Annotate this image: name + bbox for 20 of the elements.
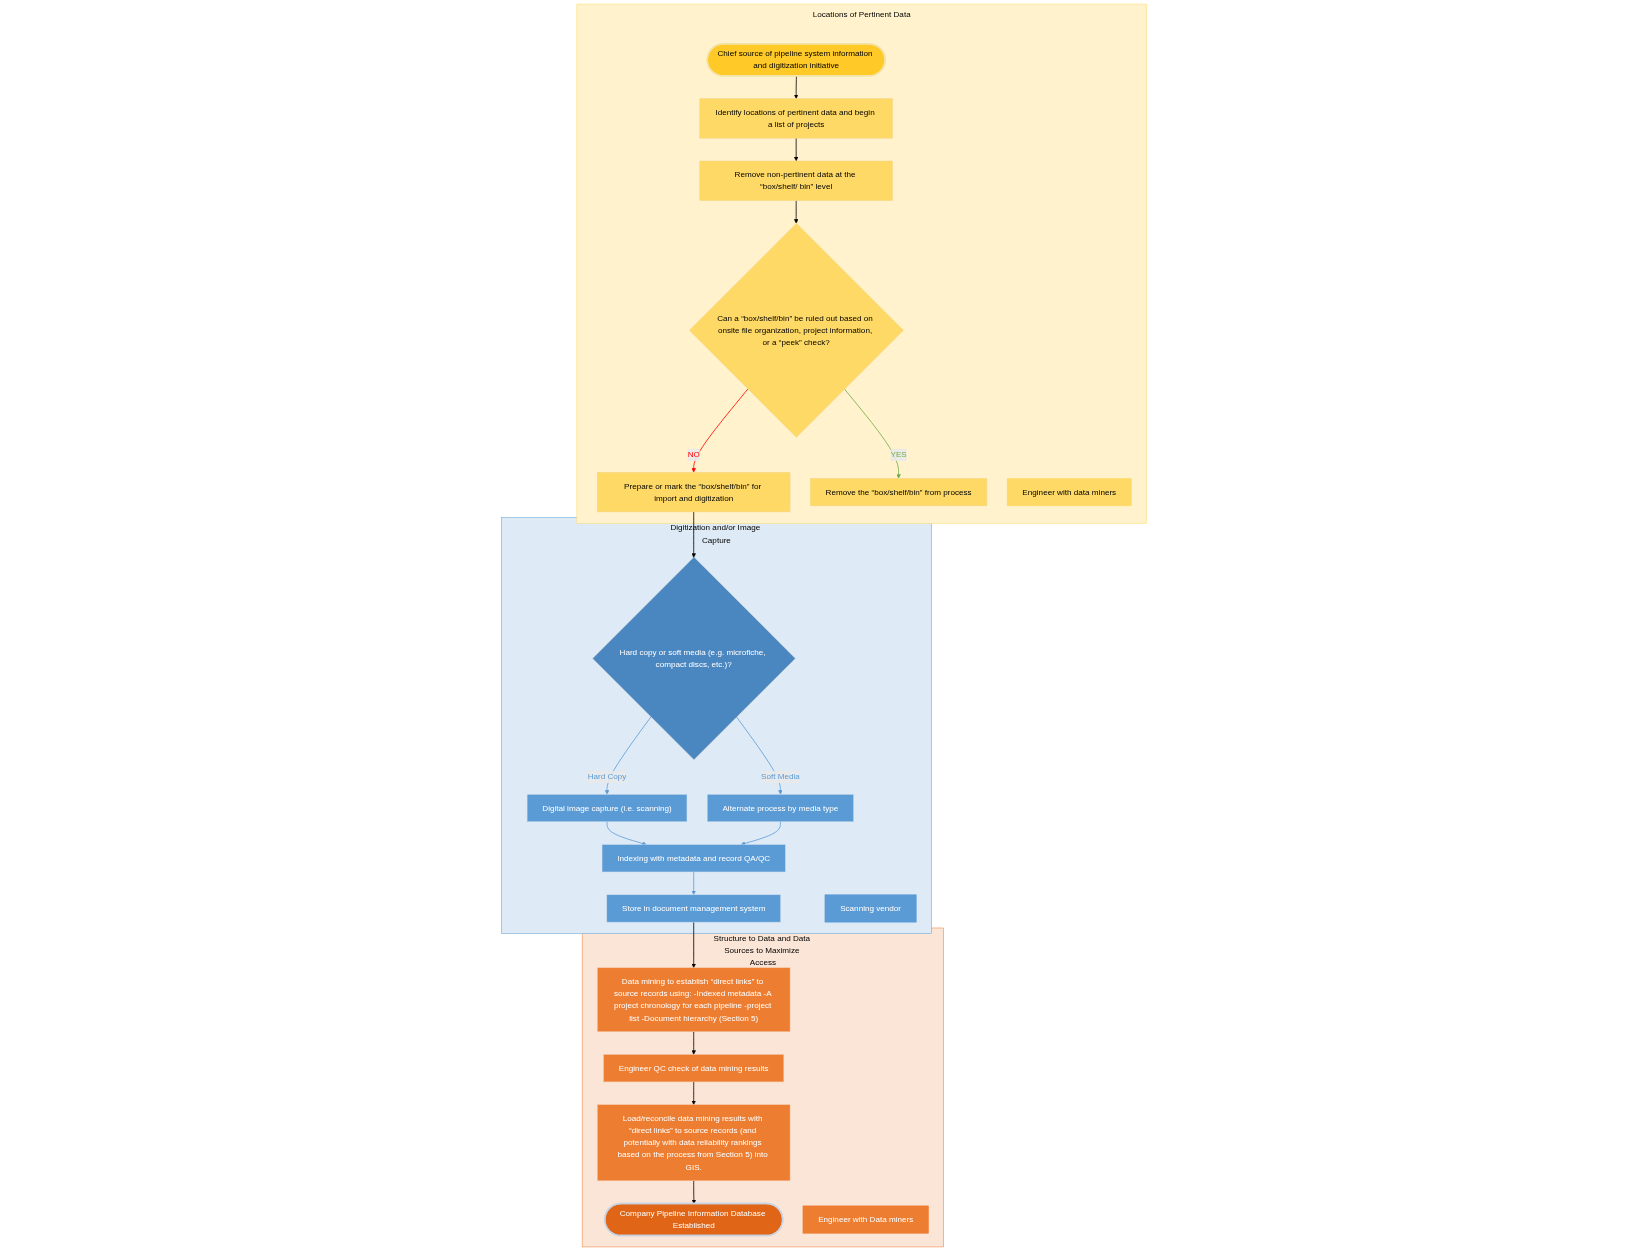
edge-label: YES	[890, 450, 907, 459]
node-box: Engineer with Data miners	[802, 1205, 929, 1234]
node-box: Identify locations of pertinent data and begin a list of projects	[699, 98, 893, 139]
node-diamond: Can a “box/shelf/bin” be ruled out based on onsite file organization, project information, or a “peek” check?	[689, 223, 904, 438]
edge-label: Hard Copy	[587, 772, 627, 781]
edge-label: Soft Media	[761, 772, 800, 781]
edge-label: NO	[687, 450, 700, 459]
node-box: Engineer QC check of data mining results	[603, 1054, 785, 1083]
node-box: Alternate process by media type	[707, 794, 854, 822]
node-box: Load/reconcile data mining results with “direct links” to source records (and potentially with data reliability rankings based on the process from Section 5) into GIS.	[597, 1104, 791, 1182]
node-box: Remove the “box/shelf/bin” from process	[810, 478, 988, 507]
node-box: Store in document management system	[606, 894, 781, 923]
node-diamond: Hard copy or soft media (e.g. microfiche, compact discs, etc.)?	[592, 557, 796, 760]
node-box: Scanning vendor	[824, 894, 917, 923]
node-box: Indexing with metadata and record QA/QC	[601, 844, 786, 873]
node-box: Digital image capture (i.e. scanning)	[526, 794, 688, 822]
node-box: Data mining to establish “direct links” to source records using: -Indexed metadata -A project chronology for each pipeline -project list -Document hierarchy (Section 5)	[597, 967, 791, 1032]
node-box: Prepare or mark the “box/shelf/bin” for import and digitization	[597, 472, 791, 513]
node-box: Engineer with data miners	[1006, 478, 1132, 507]
node-box: Remove non-pertinent data at the “box/shelf/ bin” level	[699, 160, 893, 201]
